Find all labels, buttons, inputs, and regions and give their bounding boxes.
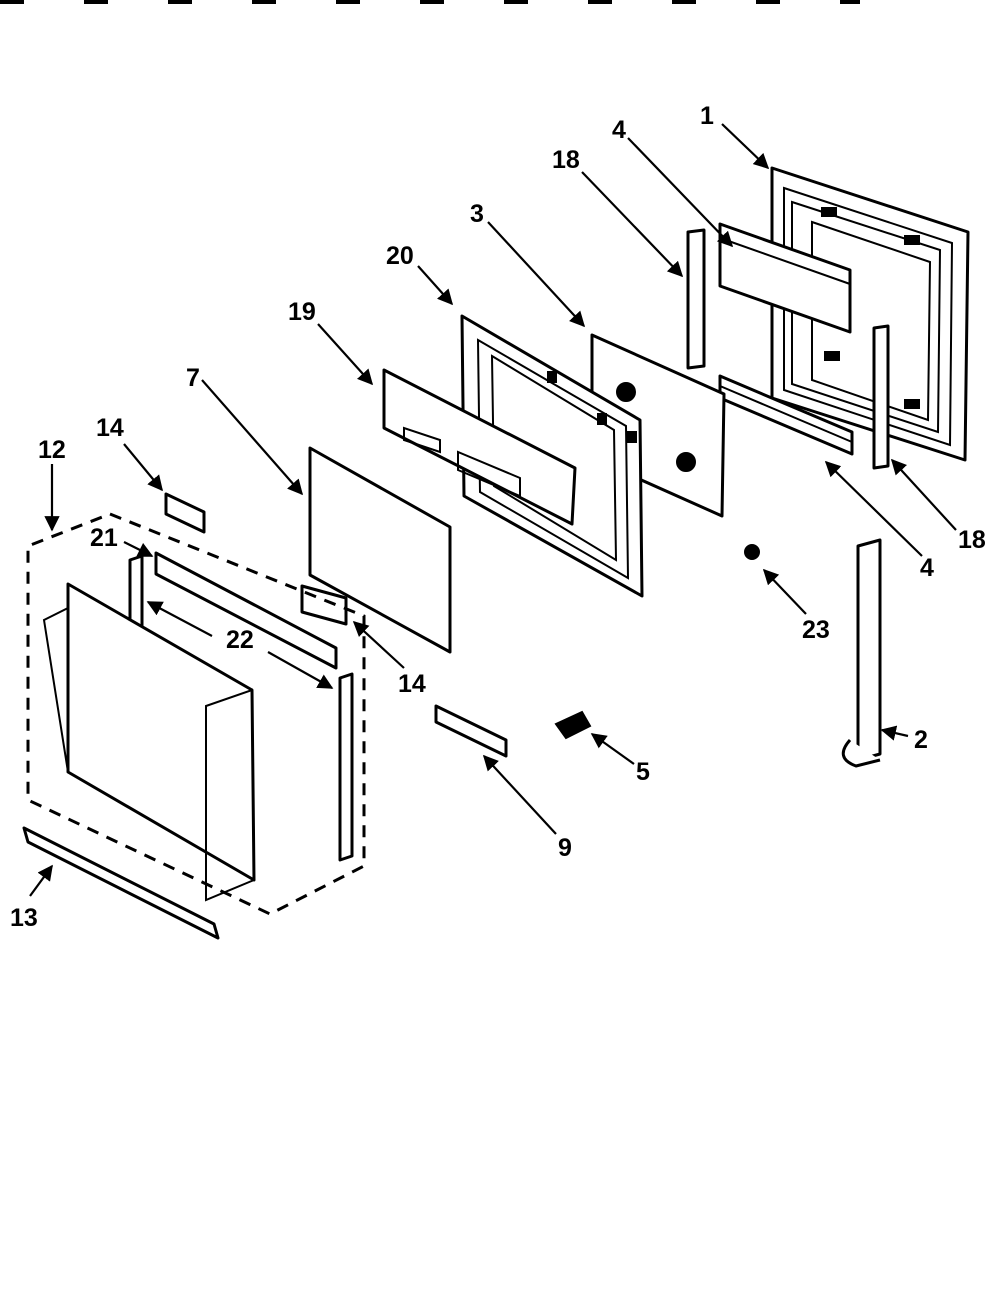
callout-9: 9 (558, 834, 572, 862)
part-5-clip (554, 710, 592, 740)
callout-22: 22 (226, 626, 254, 654)
callout-19: 19 (288, 298, 316, 326)
callout-12: 12 (38, 436, 66, 464)
callout-14-upper: 14 (96, 414, 124, 442)
part-21-top-trim (154, 551, 338, 670)
callout-1: 1 (700, 102, 714, 130)
callout-5: 5 (636, 758, 650, 786)
part-4-upper-rail (718, 222, 852, 334)
callout-7: 7 (186, 364, 200, 392)
part-23-small-clip (744, 544, 760, 560)
callout-13: 13 (10, 904, 38, 932)
outer-door-panel (770, 166, 970, 462)
callout-3: 3 (470, 200, 484, 228)
part-14-upper-bracket (164, 492, 206, 534)
leader-lines (29, 123, 957, 897)
callout-4-lower: 4 (920, 554, 934, 582)
callout-14-lower: 14 (398, 670, 426, 698)
door-front-glass (42, 582, 256, 902)
callout-21: 21 (90, 524, 118, 552)
callout-4-upper: 4 (612, 116, 626, 144)
part-7-glass (308, 446, 452, 654)
part-9-bracket (434, 704, 508, 758)
callout-23: 23 (802, 616, 830, 644)
part-12-door-assembly-outline (26, 512, 366, 916)
part-19-baffle (382, 368, 577, 526)
callout-2: 2 (914, 726, 928, 754)
callout-18-lower: 18 (958, 526, 986, 554)
part-18-lower-strip (872, 324, 890, 470)
callout-20: 20 (386, 242, 414, 270)
part-18-upper-strip (686, 228, 706, 370)
part-13-handle (22, 826, 220, 940)
part-2-hinge (841, 538, 882, 768)
callout-18-upper: 18 (552, 146, 580, 174)
part-22-right-strip (338, 672, 354, 862)
